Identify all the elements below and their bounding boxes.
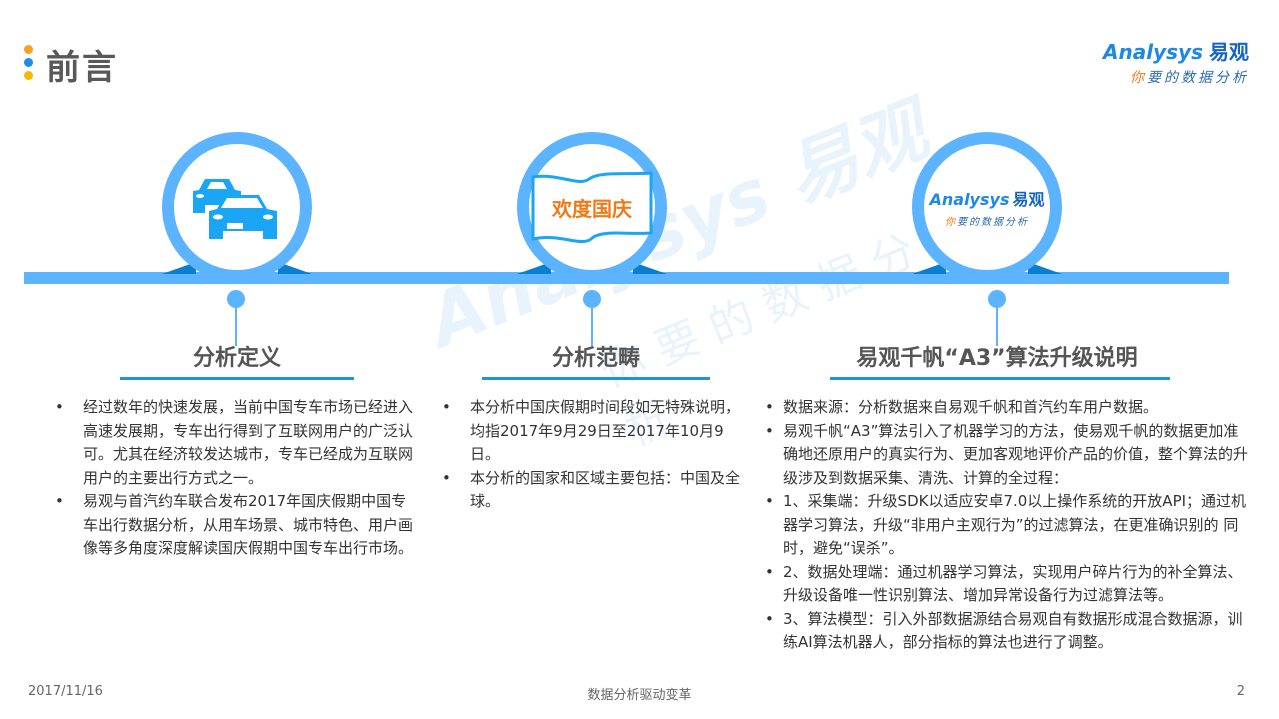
footer-date: 2017/11/16 xyxy=(28,684,103,699)
circle-shadow xyxy=(517,262,667,274)
section-underline xyxy=(120,377,354,380)
bullet-text: 易观千帆“A3”算法引入了机器学习的方法，使易观千帆的数据更加准确地还原用户的真… xyxy=(783,421,1249,487)
blue-dot xyxy=(24,58,33,67)
timeline-pin-line xyxy=(996,306,998,346)
section-title-scope: 分析范畴 xyxy=(551,346,640,371)
bullet-text: 易观与首汽约车联合发布2017年国庆假期中国专车出行数据分析，从用车场景、城市特… xyxy=(83,492,414,557)
section-underline xyxy=(830,377,1170,380)
timeline-node-scope: 欢度国庆 xyxy=(517,132,667,282)
timeline-pin-line xyxy=(235,306,237,346)
logo-brand-cn: 易观 xyxy=(1209,40,1249,64)
logo-slogan: 你要的数据分析 xyxy=(1103,67,1249,87)
flag-icon: 欢度国庆 xyxy=(529,167,655,247)
timeline-bar xyxy=(24,272,1229,284)
watermark-brand: Analysys 易观 xyxy=(416,87,939,364)
timeline-pin xyxy=(988,290,1006,308)
timeline-pin xyxy=(583,290,601,308)
scope-bullet-list: •本分析中国庆假期时间段如无特殊说明，均指2017年9月29日至2017年10月… xyxy=(442,396,750,514)
footer-center-text: 数据分析驱动变革 xyxy=(587,688,692,703)
flag-text: 欢度国庆 xyxy=(552,196,632,221)
bullet-text: 1、采集端：升级SDK以适应安卓7.0以上操作系统的开放API；通过机器学习算法… xyxy=(783,492,1247,557)
definition-bullet-list: •经过数年的快速发展，当前中国专车市场已经进入高速发展期，专车出行得到了互联网用… xyxy=(55,396,414,561)
orange-dot xyxy=(24,45,33,54)
timeline-node-definition xyxy=(162,132,312,282)
bullet-text: 3、算法模型：引入外部数据源结合易观自有数据形成混合数据源，训练AI算法机器人，… xyxy=(783,609,1243,652)
list-item: •本分析中国庆假期时间段如无特殊说明，均指2017年9月29日至2017年10月… xyxy=(442,398,741,463)
mini-logo-slogan-rest: 要的数据分析 xyxy=(956,217,1029,228)
bullet-text: 本分析中国庆假期时间段如无特殊说明，均指2017年9月29日至2017年10月9… xyxy=(470,398,741,463)
car-icon xyxy=(193,179,277,239)
list-item: •易观与首汽约车联合发布2017年国庆假期中国专车出行数据分析，从用车场景、城市… xyxy=(55,492,414,557)
timeline-pin xyxy=(227,290,245,308)
bullet-text: 2、数据处理端：通过机器学习算法，实现用户碎片行为的补全算法、升级设备唯一性识别… xyxy=(783,562,1243,605)
yellow-dot xyxy=(24,71,33,80)
algorithm-bullet-list: •数据来源：分析数据来自易观千帆和首汽约车用户数据。 •易观千帆“A3”算法引入… xyxy=(765,396,1253,655)
list-item: •数据来源：分析数据来自易观千帆和首汽约车用户数据。 xyxy=(765,398,1159,416)
bullet-text: 经过数年的快速发展，当前中国专车市场已经进入高速发展期，专车出行得到了互联网用户… xyxy=(83,398,414,487)
list-item: •本分析的国家和区域主要包括：中国及全球。 xyxy=(442,468,741,511)
bullet-text: 本分析的国家和区域主要包括：中国及全球。 xyxy=(470,468,741,511)
section-title-definition: 分析定义 xyxy=(192,346,281,371)
circle-shadow xyxy=(912,262,1062,274)
list-item: •1、采集端：升级SDK以适应安卓7.0以上操作系统的开放API；通过机器学习算… xyxy=(765,492,1247,557)
list-item: •3、算法模型：引入外部数据源结合易观自有数据形成混合数据源，训练AI算法机器人… xyxy=(765,609,1243,652)
bullet-text: 数据来源：分析数据来自易观千帆和首汽约车用户数据。 xyxy=(783,398,1159,416)
logo-slogan-rest: 要的数据分析 xyxy=(1147,70,1249,86)
page-title: 前言 xyxy=(46,48,118,88)
logo-slogan-first: 你 xyxy=(1130,70,1147,86)
mini-logo-slogan-first: 你 xyxy=(944,217,957,228)
list-item: •易观千帆“A3”算法引入了机器学习的方法，使易观千帆的数据更加准确地还原用户的… xyxy=(765,421,1249,487)
list-item: •经过数年的快速发展，当前中国专车市场已经进入高速发展期，专车出行得到了互联网用… xyxy=(55,398,414,487)
list-item: •2、数据处理端：通过机器学习算法，实现用户碎片行为的补全算法、升级设备唯一性识… xyxy=(765,562,1243,605)
section-title-algorithm: 易观千帆“A3”算法升级说明 xyxy=(856,346,1138,371)
logo-brand-latin: Analysys xyxy=(1103,40,1203,64)
timeline-pin-line xyxy=(591,306,593,346)
mini-logo-brand-latin: Analysys xyxy=(929,190,1010,209)
circle-shadow xyxy=(162,262,312,274)
mini-logo-brand-cn: 易观 xyxy=(1012,190,1045,209)
section-underline xyxy=(482,377,710,380)
page-number: 2 xyxy=(1236,684,1245,699)
